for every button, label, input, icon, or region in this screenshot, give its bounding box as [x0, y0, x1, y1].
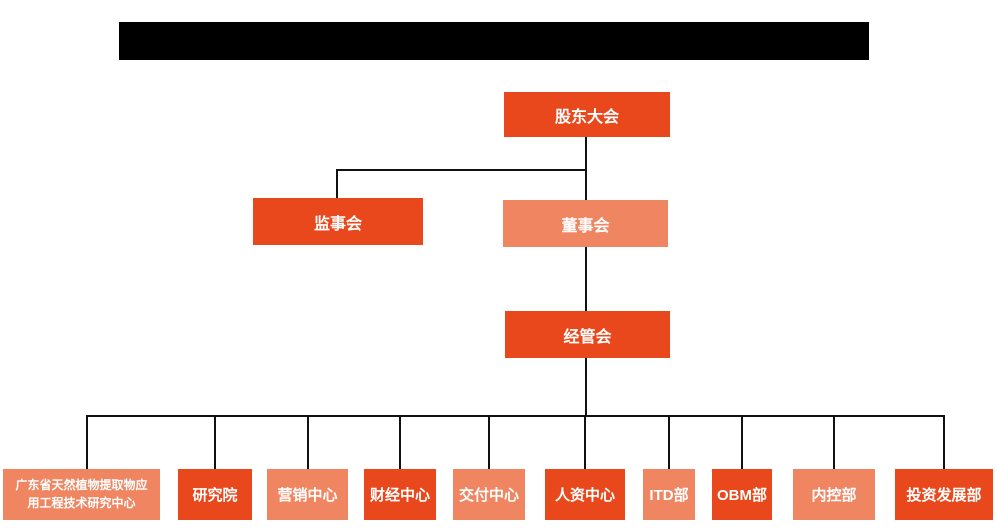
connector-drop-dept-2	[307, 415, 309, 470]
connector-drop-dept-5	[584, 415, 586, 470]
connector-spine-top	[585, 137, 587, 200]
connector-departments-bus	[86, 415, 945, 417]
redacted-title-bar	[119, 22, 869, 60]
connector-drop-dept-3	[399, 415, 401, 470]
node-dept-research-institute: 研究院	[178, 469, 252, 520]
node-management-committee: 经管会	[505, 311, 670, 358]
node-dept-research-center: 广东省天然植物提取物应用工程技术研究中心	[3, 469, 160, 520]
connector-drop-dept-6	[668, 415, 670, 470]
connector-spine-middle	[585, 247, 587, 311]
connector-drop-dept-4	[488, 415, 490, 470]
connector-drop-dept-9	[943, 415, 945, 470]
node-dept-marketing-center: 营销中心	[267, 469, 348, 520]
connector-spine-bottom	[585, 358, 587, 417]
connector-drop-dept-0	[86, 415, 88, 470]
connector-drop-supervisory	[336, 169, 338, 199]
node-dept-obm: OBM部	[712, 469, 772, 520]
connector-drop-dept-1	[214, 415, 216, 470]
node-dept-finance-center: 财经中心	[364, 469, 436, 520]
node-dept-investment-development: 投资发展部	[895, 469, 993, 520]
node-supervisory-board: 监事会	[253, 198, 423, 245]
connector-drop-dept-8	[833, 415, 835, 470]
node-dept-internal-control: 内控部	[793, 469, 875, 520]
connector-drop-dept-7	[741, 415, 743, 470]
node-shareholders-meeting: 股东大会	[504, 92, 670, 137]
node-dept-delivery-center: 交付中心	[453, 469, 525, 520]
node-board-of-directors: 董事会	[503, 200, 668, 247]
connector-branch-horizontal	[336, 169, 587, 171]
node-dept-itd: ITD部	[643, 469, 695, 520]
node-dept-hr-center: 人资中心	[545, 469, 625, 520]
